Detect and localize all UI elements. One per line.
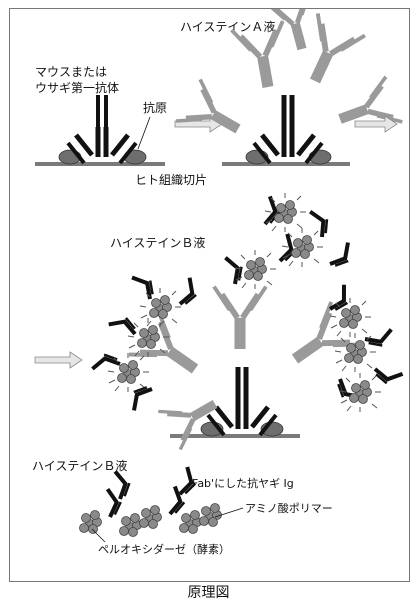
principle-diagram: マウスまたは ウサギ第一抗体 抗原 ヒト組織切片 ハイステインＡ液 ハイステイン… bbox=[32, 9, 409, 556]
label-polymer: アミノ酸ポリマー bbox=[245, 501, 333, 515]
polymer-cluster-right bbox=[328, 282, 405, 412]
legend-panel: ハイステインＢ液 Fab'にした抗ヤギ Ig アミノ酸ポリマー ペルオキシダーゼ… bbox=[32, 458, 333, 556]
primary-antibody-b bbox=[206, 367, 278, 437]
secondary-antibody-b1 bbox=[214, 287, 266, 349]
arrow-3 bbox=[34, 351, 83, 369]
polymer-cluster-top bbox=[223, 193, 360, 289]
label-peroxidase: ペルオキシダーゼ（酵素） bbox=[98, 542, 230, 556]
arrow-1 bbox=[174, 115, 223, 133]
secondary-antibody-b2 bbox=[129, 312, 210, 390]
secondary-antibody-a4 bbox=[332, 77, 403, 142]
figure-frame: マウスまたは ウサギ第一抗体 抗原 ヒト組織切片 ハイステインＡ液 ハイステイン… bbox=[9, 8, 410, 582]
arrow-2 bbox=[354, 115, 398, 133]
primary-antibody bbox=[66, 95, 138, 165]
label-primary-antibody-2: ウサギ第一抗体 bbox=[35, 80, 119, 95]
antigen-pointer bbox=[137, 116, 151, 150]
secondary-antibody-a2 bbox=[291, 13, 364, 92]
label-primary-antibody-1: マウスまたは bbox=[35, 65, 107, 79]
secondary-antibody-b4 bbox=[158, 385, 226, 450]
label-histine-b-bottom: ハイステインＢ液 bbox=[32, 458, 127, 473]
label-fab: Fab'にした抗ヤギ Ig bbox=[192, 476, 294, 490]
label-antigen: 抗原 bbox=[143, 100, 167, 115]
panel-histine-a: ハイステインＡ液 bbox=[176, 9, 403, 166]
label-tissue: ヒト組織切片 bbox=[135, 173, 207, 187]
panel-histine-b: ハイステインＢ液 bbox=[34, 193, 405, 450]
primary-antibody-a bbox=[252, 95, 324, 165]
peroxidase-pointer bbox=[91, 528, 106, 543]
figure-caption: 原理図 bbox=[187, 585, 230, 601]
secondary-antibody-a3 bbox=[176, 79, 250, 149]
fab-pointer bbox=[177, 482, 191, 498]
label-histine-b-mid: ハイステインＢ液 bbox=[110, 235, 205, 250]
polymer-cluster-left bbox=[88, 267, 203, 413]
polymer-pointer bbox=[214, 507, 244, 518]
panel-primary-antibody: マウスまたは ウサギ第一抗体 抗原 ヒト組織切片 bbox=[35, 65, 207, 187]
label-histine-a: ハイステインＡ液 bbox=[180, 19, 275, 34]
